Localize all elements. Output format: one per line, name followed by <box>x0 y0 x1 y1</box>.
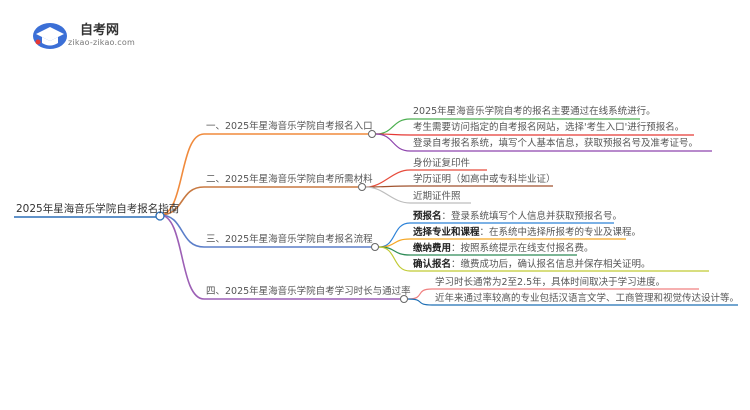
branch-1-node <box>368 130 376 138</box>
branch-1-curve <box>159 133 205 216</box>
leaf-3-2-desc: ：在系统中选择所报考的专业及课程。 <box>479 227 642 238</box>
branch-4-label: 四、2025年星海音乐学院自考学习时长与通过率 <box>206 286 411 297</box>
leaf-3-4-term: 确认报名 <box>413 259 452 270</box>
logo-subtitle: zikao-zikao.com <box>68 38 135 47</box>
leaf-2-3-curve <box>365 186 411 204</box>
leaf-3-1-desc: ：登录系统填写个人信息并获取预报名号。 <box>441 211 623 222</box>
branch-4-curve <box>159 214 205 300</box>
leaf-2-1: 身份证复印件 <box>413 158 471 169</box>
leaf-1-3-curve <box>375 133 411 152</box>
leaf-1-1: 2025年星海音乐学院自考的报名主要通过在线系统进行。 <box>413 106 656 117</box>
leaf-3-3: 缴纳费用：按照系统提示在线支付报名费。 <box>413 243 594 255</box>
branch-2-node <box>358 183 366 191</box>
branch-3-node <box>371 243 379 251</box>
branch-2-curve <box>159 186 205 216</box>
branch-2-label: 二、2025年星海音乐学院自考所需材料 <box>206 174 373 185</box>
leaf-3-4-desc: ：缴费成功后，确认报名信息并保存相关证明。 <box>451 259 651 270</box>
site-logo[interactable] <box>30 18 140 58</box>
leaf-1-3: 登录自考报名系统，填写个人基本信息，获取预报名号及准考证号。 <box>413 138 699 149</box>
leaf-3-3-term: 缴纳费用 <box>413 243 452 254</box>
root-node <box>155 211 165 221</box>
leaf-4-1-curve <box>407 288 433 300</box>
leaf-3-4: 确认报名：缴费成功后，确认报名信息并保存相关证明。 <box>413 259 651 271</box>
branch-3-label: 三、2025年星海音乐学院自考报名流程 <box>206 234 373 245</box>
leaf-3-2-term: 选择专业和课程 <box>413 227 480 238</box>
graduation-cap-icon <box>33 23 67 49</box>
leaf-4-2-curve <box>407 298 433 306</box>
logo-title: 自考网 <box>80 23 120 38</box>
leaf-4-1: 学习时长通常为2至2.5年，具体时间取决于学习进度。 <box>435 277 666 288</box>
root-node-label: 2025年星海音乐学院自考报名指南 <box>16 203 180 215</box>
branch-3-curve <box>159 214 205 248</box>
leaf-2-2: 学历证明（如高中或专科毕业证） <box>413 174 556 185</box>
leaf-3-2: 选择专业和课程：在系统中选择所报考的专业及课程。 <box>413 227 641 239</box>
leaf-3-1-term: 预报名 <box>413 211 442 222</box>
leaf-2-3: 近期证件照 <box>413 191 461 202</box>
leaf-3-3-desc: ：按照系统提示在线支付报名费。 <box>451 243 594 254</box>
leaf-1-2: 考生需要访问指定的自考报名网站，选择'考生入口'进行预报名。 <box>413 122 685 133</box>
branch-4-node <box>400 295 408 303</box>
leaf-3-1: 预报名：登录系统填写个人信息并获取预报名号。 <box>413 211 622 223</box>
leaf-1-1-curve <box>375 118 411 135</box>
leaf-4-2: 近年来通过率较高的专业包括汉语言文学、工商管理和视觉传达设计等。 <box>435 293 740 304</box>
leaf-3-4-curve <box>378 246 411 272</box>
branch-1-label: 一、2025年星海音乐学院自考报名入口 <box>206 121 373 132</box>
